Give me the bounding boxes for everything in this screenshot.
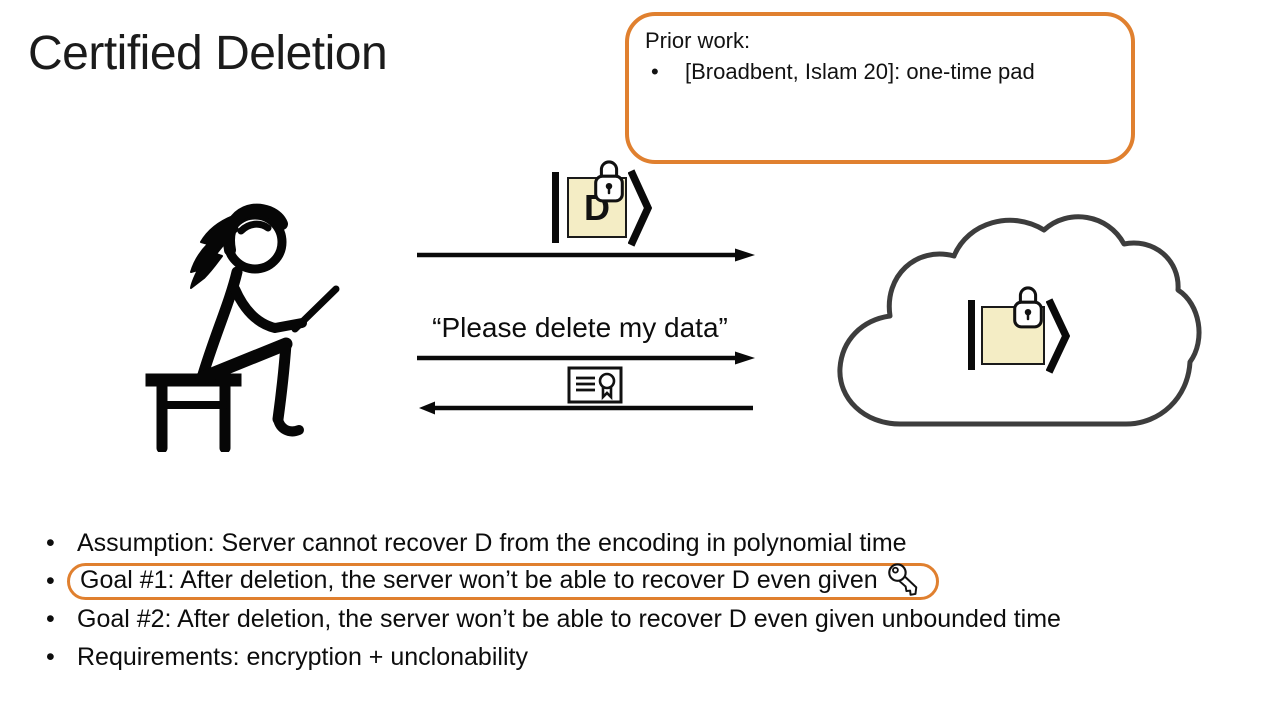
prior-work-item: • [Broadbent, Islam 20]: one-time pad <box>645 59 1115 85</box>
key-icon <box>887 563 917 596</box>
stored-encrypted-state-ket <box>962 278 1074 375</box>
bullet-marker: • <box>46 604 55 633</box>
prior-work-item-text: [Broadbent, Islam 20]: one-time pad <box>685 59 1035 84</box>
person-on-stool-icon <box>145 203 340 452</box>
ket-left-bar <box>552 172 559 243</box>
padlock-icon <box>594 160 624 203</box>
bullet-assumption: • Assumption: Server cannot recover D fr… <box>46 524 1261 562</box>
bullet-list: • Assumption: Server cannot recover D fr… <box>46 524 1261 676</box>
bullet-goal2: • Goal #2: After deletion, the server wo… <box>46 600 1261 638</box>
encrypted-state-ket: D <box>546 153 652 251</box>
ket-right-bracket <box>628 169 652 247</box>
delete-request-label: “Please delete my data” <box>432 312 728 343</box>
bullet-requirements: • Requirements: encryption + unclonabili… <box>46 638 1261 676</box>
bullet-text: Requirements: encryption + unclonability <box>77 642 528 671</box>
ket-right-bracket <box>1046 298 1070 374</box>
bullet-text: Goal #2: After deletion, the server won’… <box>77 604 1061 633</box>
goal1-highlight-box: Goal #1: After deletion, the server won’… <box>67 562 939 600</box>
prior-work-callout: Prior work: • [Broadbent, Islam 20]: one… <box>625 12 1135 164</box>
bullet-text: Assumption: Server cannot recover D from… <box>77 528 907 557</box>
page-title: Certified Deletion <box>28 27 388 80</box>
bullet-marker: • <box>46 528 55 557</box>
bullet-goal1: • Goal #1: After deletion, the server wo… <box>46 562 1261 600</box>
certificate-icon <box>567 366 623 404</box>
delete-request-arrow <box>417 351 755 365</box>
bullet-marker: • <box>46 566 55 595</box>
bullet-marker: • <box>651 59 659 84</box>
prior-work-heading: Prior work: <box>645 28 751 53</box>
ket-left-bar <box>968 300 975 370</box>
cloud-server <box>816 190 1208 452</box>
send-state-arrow <box>417 248 755 262</box>
padlock-icon <box>1013 286 1043 329</box>
bullet-text: Goal #1: After deletion, the server won’… <box>80 565 878 594</box>
certificate-return-arrow <box>419 401 753 415</box>
bullet-marker: • <box>46 642 55 671</box>
